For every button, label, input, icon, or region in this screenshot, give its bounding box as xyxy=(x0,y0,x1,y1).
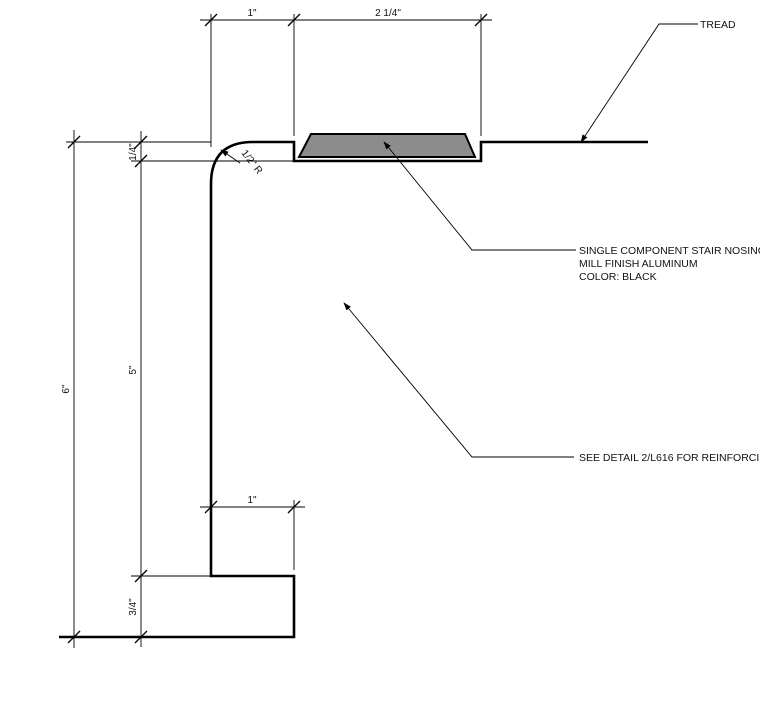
bottom-width-dimension-label: 1" xyxy=(247,495,257,506)
overall-height-dimension-label: 6" xyxy=(61,384,72,394)
nosing-note-line3: COLOR: BLACK xyxy=(579,271,657,283)
top-right-dimension-label: 2 1/4" xyxy=(375,8,401,19)
nosing-note-line1: SINGLE COMPONENT STAIR NOSING xyxy=(579,245,760,257)
stair-profile-outline xyxy=(59,140,648,639)
bottom-width-dimension: 1" xyxy=(200,495,305,570)
tread-callout: TREAD xyxy=(580,19,736,143)
inner-vertical-dimension-string: 1/4" 5" 3/4" xyxy=(128,131,296,647)
radius-callout: 1/2" R xyxy=(220,148,265,176)
radius-dimension-label: 1/2" R xyxy=(239,148,265,176)
nosing-note-line2: MILL FINISH ALUMINUM xyxy=(579,258,698,270)
tread-label: TREAD xyxy=(700,19,736,31)
nosing-callout: SINGLE COMPONENT STAIR NOSING MILL FINIS… xyxy=(383,141,760,283)
reinforcing-callout: SEE DETAIL 2/L616 FOR REINFORCING xyxy=(343,302,760,464)
top-dimension-string: 1" 2 1/4" xyxy=(200,8,492,147)
bottom-height-dimension-label: 3/4" xyxy=(128,598,139,616)
overall-height-dimension: 6" xyxy=(61,130,131,648)
riser-height-dimension-label: 5" xyxy=(128,365,139,375)
reinforcing-note: SEE DETAIL 2/L616 FOR REINFORCING xyxy=(579,452,760,464)
upper-quarter-dimension-label: 1/4" xyxy=(128,143,139,161)
top-left-dimension-label: 1" xyxy=(247,8,257,19)
